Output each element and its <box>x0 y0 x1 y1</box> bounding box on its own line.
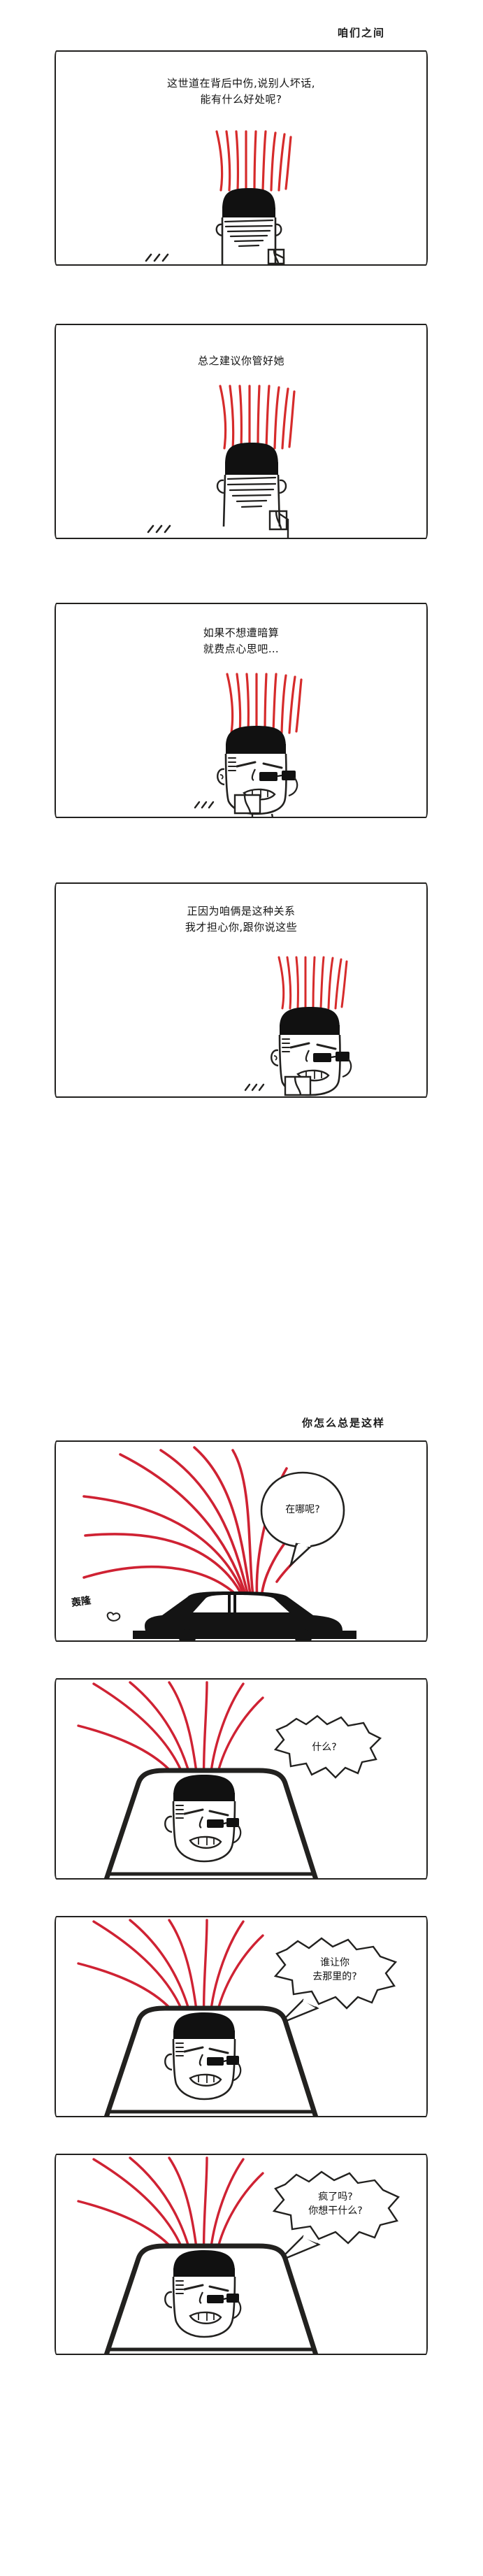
section-title-1: 咱们之间 <box>337 27 385 39</box>
panel-1-caption: 这世道在背后中伤,说别人坏话, 能有什么好处呢? <box>166 77 316 106</box>
black-car-silhouette <box>133 1591 356 1640</box>
comic-panel-6: 什么? <box>55 1678 428 1880</box>
exhaust-puff-icon <box>106 1612 121 1622</box>
speech-bubble-6: 什么? <box>266 1713 384 1790</box>
motion-ticks-icon <box>145 253 169 262</box>
anger-rays-icon <box>277 956 348 1010</box>
section-title-2: 你怎么总是这样 <box>301 1417 385 1429</box>
speech-bubble-8-text: 疯了吗? 你想干什么? <box>308 2191 363 2217</box>
motion-ticks-icon <box>147 524 171 534</box>
panel-4-caption: 正因为咱俩是这种关系 我才担心你,跟你说这些 <box>185 905 298 934</box>
comic-panel-3: 如果不想遭暗算 就费点心思吧… <box>55 603 428 818</box>
comic-panel-5: 在哪呢? 轰隆 <box>55 1440 428 1642</box>
character-angry-man-sunglasses <box>217 726 298 817</box>
character-hand-phone <box>284 1075 312 1096</box>
speech-bubble-7: 谁让你 去那里的? <box>263 1935 403 2026</box>
panel-3-caption: 如果不想遭暗算 就费点心思吧… <box>203 627 280 656</box>
speech-bubble-5-text: 在哪呢? <box>285 1504 320 1516</box>
man-in-car-sunglasses <box>103 2243 319 2354</box>
speech-bubble-8: 疯了吗? 你想干什么? <box>260 2169 407 2264</box>
comic-panel-1: 这世道在背后中伤,说别人坏话, 能有什么好处呢? <box>55 50 428 266</box>
speech-bubble-6-text: 什么? <box>312 1742 337 1754</box>
character-angry-man <box>215 188 285 264</box>
motion-ticks-icon <box>244 1083 265 1092</box>
speech-bubble-5: 在哪呢? <box>257 1470 348 1568</box>
motion-ticks-icon <box>194 801 215 809</box>
comic-panel-8: 疯了吗? 你想干什么? <box>55 2154 428 2355</box>
man-in-car-sunglasses <box>103 2005 319 2116</box>
character-hand-phone <box>233 794 261 815</box>
character-angry-man <box>216 443 289 538</box>
speech-bubble-7-text: 谁让你 去那里的? <box>312 1957 357 1982</box>
man-in-car-sunglasses <box>103 1768 319 1878</box>
comic-panel-2: 总之建议你管好她 <box>55 324 428 539</box>
sfx-label-5: 轰隆 <box>71 1595 92 1609</box>
comic-panel-4: 正因为咱俩是这种关系 我才担心你,跟你说这些 <box>55 882 428 1098</box>
panel-2-caption: 总之建议你管好她 <box>197 355 284 367</box>
anger-rays-icon <box>82 1446 337 1604</box>
comic-panel-7: 谁让你 去那里的? <box>55 1916 428 2117</box>
